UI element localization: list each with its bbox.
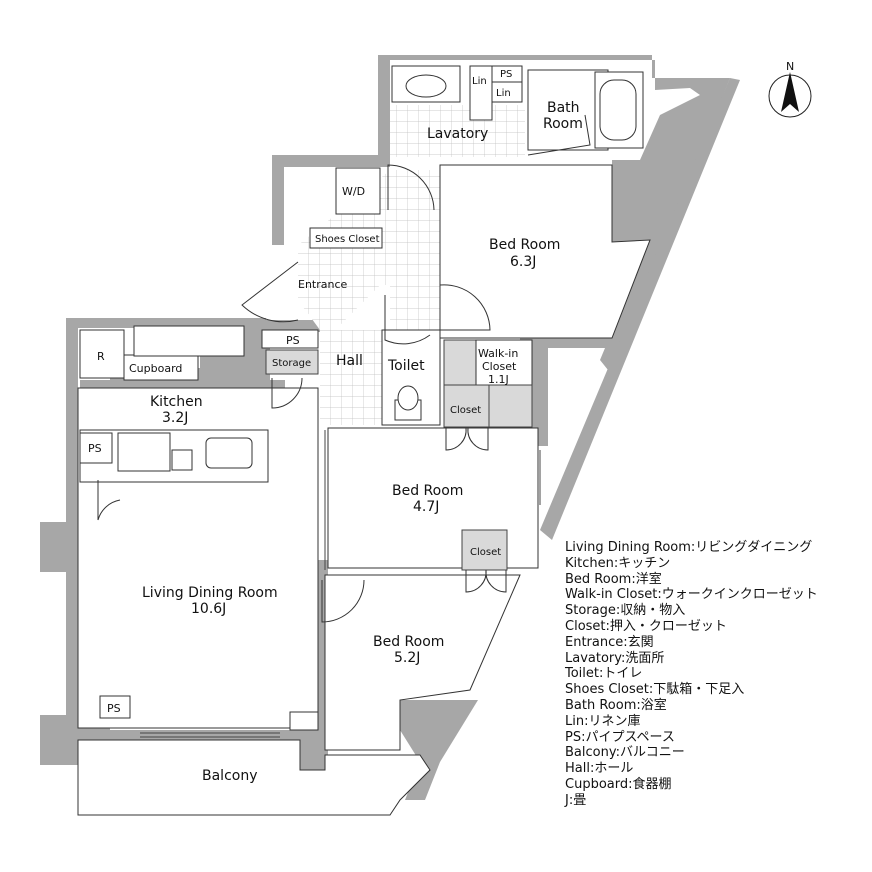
label-kitchen-name: Kitchen	[150, 394, 203, 410]
legend-item: Kitchen:キッチン	[565, 555, 671, 571]
label-bed3-size: 5.2J	[394, 650, 420, 666]
label-lin-2: Lin	[496, 88, 511, 99]
legend-item: Entrance:玄関	[565, 634, 654, 650]
label-bed1-name: Bed Room	[489, 237, 560, 253]
label-hall: Hall	[336, 353, 363, 369]
legend-item: Walk-in Closet:ウォークインクローゼット	[565, 587, 818, 603]
label-bed2-size: 4.7J	[413, 499, 439, 515]
label-lin-1: Lin	[472, 76, 487, 87]
label-ps-kitchen: PS	[88, 442, 102, 455]
label-cupboard: Cupboard	[129, 362, 182, 375]
label-wd: W/D	[342, 185, 365, 198]
label-lavatory: Lavatory	[427, 126, 488, 142]
label-ps-storage: PS	[286, 334, 300, 347]
legend-item: Living Dining Room:リビングダイニング	[565, 540, 813, 555]
label-living-name: Living Dining Room	[142, 585, 278, 601]
compass: N	[768, 60, 812, 118]
label-shoes-closet: Shoes Closet	[315, 234, 380, 245]
label-ps-top: PS	[500, 69, 512, 80]
label-kitchen-size: 3.2J	[162, 410, 188, 426]
label-storage: Storage	[272, 358, 311, 369]
label-closet-1: Closet	[450, 405, 481, 416]
legend-item: Closet:押入・クローゼット	[565, 618, 727, 634]
legend-item: Balcony:バルコニー	[565, 745, 685, 761]
label-entrance: Entrance	[298, 278, 348, 291]
label-bed1-size: 6.3J	[510, 254, 536, 270]
fixtures	[79, 65, 644, 738]
label-toilet: Toilet	[387, 358, 425, 374]
room-labels: Lavatory Bath Room Lin Lin PS W/D Shoes …	[88, 69, 583, 784]
label-r: R	[97, 350, 105, 363]
label-bed3-name: Bed Room	[373, 634, 444, 650]
label-living-size: 10.6J	[191, 601, 226, 617]
legend-item: Cupboard:食器棚	[565, 776, 672, 792]
legend-item: Lavatory:洗面所	[565, 650, 665, 666]
legend: Living Dining Room:リビングダイニング Kitchen:キッチ…	[565, 540, 865, 809]
legend-item: Toilet:トイレ	[565, 666, 643, 682]
label-balcony: Balcony	[202, 768, 258, 784]
legend-item: Lin:リネン庫	[565, 713, 641, 729]
label-walkin-2: Closet	[482, 360, 517, 373]
legend-item: Bath Room:浴室	[565, 697, 667, 713]
doors	[97, 114, 591, 623]
label-bath-2: Room	[543, 116, 583, 132]
label-ps-living: PS	[107, 702, 121, 715]
legend-item: Hall:ホール	[565, 761, 634, 777]
legend-item: J:畳	[565, 792, 587, 808]
compass-label: N	[786, 60, 794, 73]
legend-item: PS:パイプスペース	[565, 729, 675, 745]
legend-item: Bed Room:洋室	[565, 571, 662, 587]
label-bath-1: Bath	[547, 100, 580, 116]
label-closet-2: Closet	[470, 547, 501, 558]
label-bed2-name: Bed Room	[392, 483, 463, 499]
legend-item: Storage:収納・物入	[565, 603, 686, 619]
north-arrow-icon	[781, 72, 799, 112]
label-walkin-size: 1.1J	[488, 373, 509, 386]
label-walkin-1: Walk-in	[478, 347, 518, 360]
legend-item: Shoes Closet:下駄箱・下足入	[565, 682, 745, 698]
